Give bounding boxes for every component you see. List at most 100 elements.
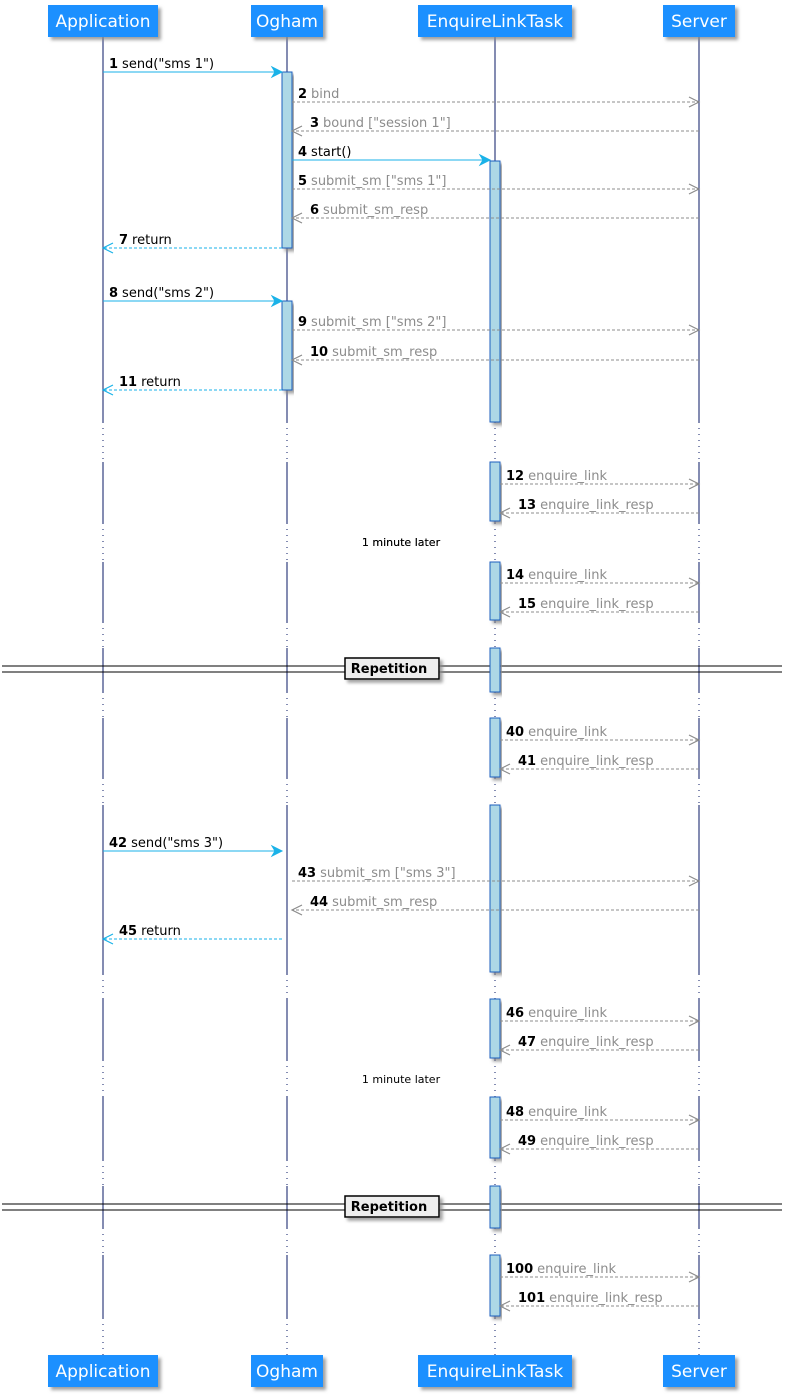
arrowhead bbox=[290, 212, 303, 224]
message-number: 9 bbox=[298, 315, 307, 330]
message-number: 43 bbox=[298, 866, 316, 881]
message-number: 6 bbox=[310, 203, 319, 218]
lifelines bbox=[102, 37, 700, 1355]
arrowhead bbox=[498, 1044, 511, 1056]
delay-label: 1 minute later bbox=[362, 1073, 441, 1086]
participant-label-ogham: Ogham bbox=[256, 12, 318, 32]
arrowhead bbox=[688, 183, 701, 195]
participant-label-server: Server bbox=[671, 1362, 727, 1382]
activation-bar-task bbox=[489, 1254, 501, 1317]
message-text: submit_sm_resp bbox=[332, 895, 437, 910]
participant-label-task: EnquireLinkTask bbox=[427, 1362, 564, 1382]
arrowhead bbox=[498, 1143, 511, 1155]
activation-bar-task bbox=[489, 804, 501, 973]
message-label-14: 14 enquire_link bbox=[506, 568, 607, 583]
arrowhead bbox=[688, 1271, 701, 1283]
message-text: send("sms 3") bbox=[131, 836, 223, 851]
message-number: 2 bbox=[298, 87, 307, 102]
divider-label: Repetition bbox=[351, 1200, 427, 1215]
arrowhead bbox=[688, 96, 701, 108]
message-number: 47 bbox=[518, 1035, 536, 1050]
activation-bar-ogham bbox=[281, 300, 293, 391]
activation-bar-task bbox=[489, 717, 501, 778]
arrowhead bbox=[688, 875, 701, 887]
activation-bar-task bbox=[489, 647, 501, 693]
message-label-11: 11 return bbox=[119, 375, 181, 390]
participant-label-ogham: Ogham bbox=[256, 1362, 318, 1382]
participant-box-task bbox=[418, 5, 572, 37]
message-text: enquire_link bbox=[528, 469, 607, 484]
message-number: 1 bbox=[109, 57, 118, 72]
message-number: 11 bbox=[119, 375, 137, 390]
arrowhead bbox=[270, 294, 284, 308]
message-number: 40 bbox=[506, 725, 524, 740]
message-text: enquire_link bbox=[528, 1105, 607, 1120]
arrowhead bbox=[688, 324, 701, 336]
arrowhead bbox=[688, 1015, 701, 1027]
message-number: 45 bbox=[119, 924, 137, 939]
participant-label-app: Application bbox=[56, 1362, 151, 1382]
message-number: 8 bbox=[109, 286, 118, 301]
message-text: submit_sm ["sms 3"] bbox=[320, 866, 455, 881]
delay-label: 1 minute later bbox=[362, 536, 441, 549]
participant-box-app bbox=[48, 5, 158, 37]
divider-label: Repetition bbox=[351, 662, 427, 677]
arrowhead bbox=[688, 478, 701, 490]
message-text: enquire_link_resp bbox=[540, 1134, 653, 1149]
message-text: return bbox=[141, 375, 181, 390]
message-number: 46 bbox=[506, 1006, 524, 1021]
message-text: enquire_link_resp bbox=[549, 1291, 662, 1306]
message-number: 10 bbox=[310, 345, 328, 360]
activation-bars bbox=[281, 71, 501, 1317]
message-number: 49 bbox=[518, 1134, 536, 1149]
message-number: 101 bbox=[518, 1291, 545, 1306]
message-text: enquire_link bbox=[528, 568, 607, 583]
participant-box-task bbox=[418, 1355, 572, 1387]
arrowhead bbox=[270, 65, 284, 79]
message-number: 5 bbox=[298, 174, 307, 189]
message-text: enquire_link_resp bbox=[540, 498, 653, 513]
activation-bar-task bbox=[489, 461, 501, 522]
message-number: 14 bbox=[506, 568, 524, 583]
arrowhead bbox=[290, 904, 303, 916]
arrowhead bbox=[290, 354, 303, 366]
message-text: submit_sm_resp bbox=[323, 203, 428, 218]
message-label-44: 44 submit_sm_resp bbox=[310, 895, 437, 910]
arrowhead bbox=[688, 577, 701, 589]
message-number: 48 bbox=[506, 1105, 524, 1120]
arrowhead bbox=[101, 242, 114, 254]
arrowhead bbox=[478, 153, 492, 167]
arrowhead bbox=[101, 933, 114, 945]
divider-box bbox=[344, 657, 440, 680]
participant-box-ogham bbox=[251, 1355, 323, 1387]
activation-bar-ogham bbox=[281, 71, 293, 249]
message-label-6: 6 submit_sm_resp bbox=[310, 203, 428, 218]
delay-label: 1 minute later bbox=[362, 536, 441, 549]
participant-label-app: Application bbox=[56, 12, 151, 32]
message-text: return bbox=[141, 924, 181, 939]
message-number: 100 bbox=[506, 1262, 533, 1277]
message-number: 13 bbox=[518, 498, 536, 513]
message-text: enquire_link_resp bbox=[540, 1035, 653, 1050]
arrowhead bbox=[498, 1300, 511, 1312]
message-number: 44 bbox=[310, 895, 328, 910]
activation-bar-task bbox=[489, 998, 501, 1059]
participant-box-server bbox=[663, 5, 735, 37]
message-text: enquire_link bbox=[537, 1262, 616, 1277]
activation-bar-task bbox=[489, 1185, 501, 1229]
participant-box-app bbox=[48, 1355, 158, 1387]
